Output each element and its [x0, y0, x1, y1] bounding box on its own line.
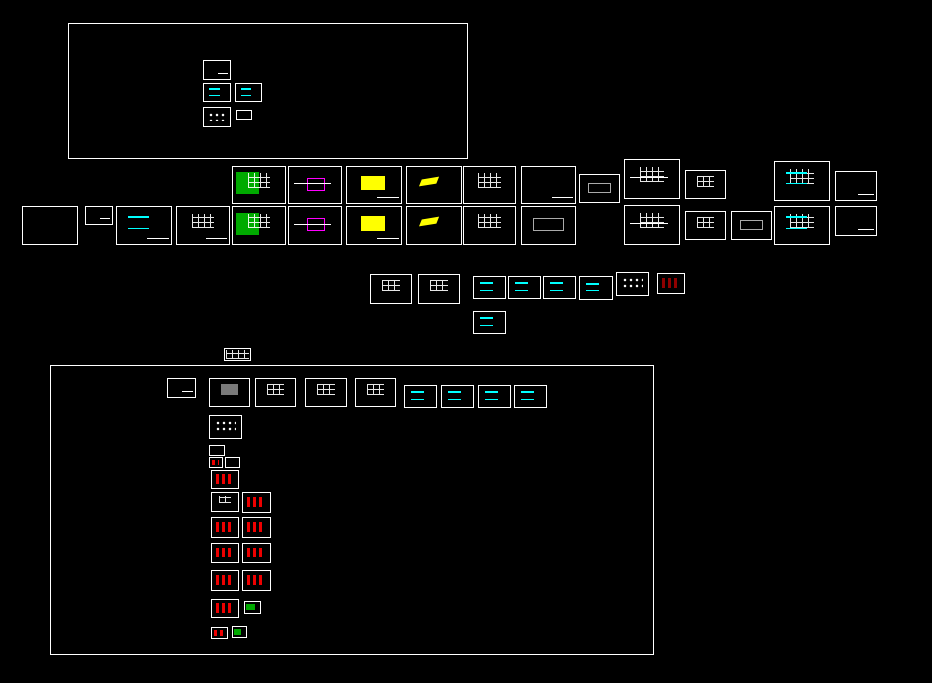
drawing-sheet[interactable] — [404, 385, 437, 408]
drawing-sheet[interactable] — [346, 166, 402, 204]
drawing-sheet[interactable] — [236, 110, 252, 120]
drawing-sheet[interactable] — [203, 83, 231, 102]
drawing-sheet[interactable] — [355, 378, 396, 407]
drawing-sheet[interactable] — [521, 166, 576, 204]
layout-frame-bottom — [50, 365, 654, 655]
drawing-sheet[interactable] — [657, 273, 685, 294]
drawing-sheet[interactable] — [203, 60, 231, 80]
drawing-sheet[interactable] — [232, 206, 286, 245]
drawing-sheet[interactable] — [346, 206, 402, 245]
drawing-sheet[interactable] — [244, 601, 261, 614]
drawing-sheet[interactable] — [211, 470, 239, 489]
drawing-sheet[interactable] — [242, 570, 271, 591]
drawing-sheet[interactable] — [211, 492, 239, 512]
drawing-sheet[interactable] — [624, 159, 680, 199]
drawing-sheet[interactable] — [242, 543, 271, 563]
drawing-sheet[interactable] — [579, 174, 620, 203]
drawing-sheet[interactable] — [579, 276, 613, 300]
drawing-sheet[interactable] — [242, 517, 271, 538]
drawing-sheet[interactable] — [116, 206, 172, 245]
drawing-sheet[interactable] — [463, 206, 516, 245]
drawing-sheet[interactable] — [209, 457, 223, 468]
drawing-sheet[interactable] — [441, 385, 474, 408]
drawing-sheet[interactable] — [288, 166, 342, 204]
drawing-sheet[interactable] — [211, 599, 239, 618]
drawing-sheet[interactable] — [521, 206, 576, 245]
drawing-sheet[interactable] — [209, 378, 250, 407]
drawing-sheet[interactable] — [255, 378, 296, 407]
drawing-sheet[interactable] — [543, 276, 576, 299]
drawing-sheet[interactable] — [242, 492, 271, 513]
drawing-sheet[interactable] — [473, 276, 506, 299]
drawing-sheet[interactable] — [232, 626, 247, 638]
drawing-sheet[interactable] — [731, 211, 772, 240]
drawing-sheet[interactable] — [685, 170, 726, 199]
drawing-sheet[interactable] — [406, 166, 462, 204]
drawing-sheet[interactable] — [209, 445, 225, 456]
drawing-sheet[interactable] — [370, 274, 412, 304]
drawing-sheet[interactable] — [85, 206, 113, 225]
drawing-sheet[interactable] — [774, 206, 830, 245]
drawing-sheet[interactable] — [514, 385, 547, 408]
drawing-sheet[interactable] — [235, 83, 262, 102]
drawing-sheet[interactable] — [211, 543, 239, 563]
layout-frame-top — [68, 23, 468, 159]
drawing-sheet[interactable] — [478, 385, 511, 408]
drawing-sheet[interactable] — [835, 171, 877, 201]
drawing-sheet[interactable] — [176, 206, 230, 245]
drawing-sheet[interactable] — [685, 211, 726, 240]
drawing-sheet[interactable] — [616, 272, 649, 296]
drawing-sheet[interactable] — [211, 570, 239, 591]
drawing-sheet[interactable] — [774, 161, 830, 201]
drawing-sheet[interactable] — [305, 378, 347, 407]
drawing-sheet[interactable] — [211, 627, 228, 639]
drawing-sheet[interactable] — [624, 205, 680, 245]
drawing-sheet[interactable] — [463, 166, 516, 204]
drawing-sheet[interactable] — [406, 206, 462, 245]
drawing-sheet[interactable] — [224, 348, 251, 361]
drawing-sheet[interactable] — [167, 378, 196, 398]
drawing-sheet[interactable] — [203, 107, 231, 127]
drawing-sheet[interactable] — [508, 276, 541, 299]
drawing-sheet[interactable] — [473, 311, 506, 334]
drawing-sheet[interactable] — [835, 206, 877, 236]
drawing-sheet[interactable] — [22, 206, 78, 245]
drawing-sheet[interactable] — [225, 457, 240, 468]
drawing-sheet[interactable] — [232, 166, 286, 204]
drawing-sheet[interactable] — [211, 517, 239, 538]
drawing-sheet[interactable] — [418, 274, 460, 304]
drawing-sheet[interactable] — [209, 415, 242, 439]
drawing-sheet[interactable] — [288, 206, 342, 245]
